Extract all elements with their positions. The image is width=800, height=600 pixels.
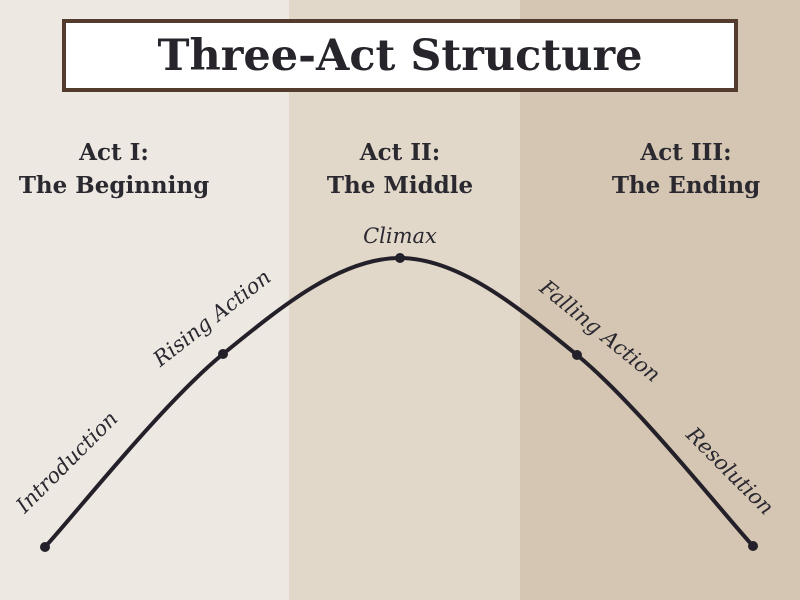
story-arc-curve xyxy=(43,255,755,549)
act2-name: Act II: xyxy=(359,139,441,166)
plot-point xyxy=(748,541,758,551)
act3-name: Act III: xyxy=(640,139,732,166)
act3-subtitle: The Ending xyxy=(611,172,761,199)
plot-point xyxy=(218,349,228,359)
act2-header: Act II: The Middle xyxy=(250,136,550,202)
plot-point xyxy=(395,253,405,263)
act3-band xyxy=(520,0,800,600)
page-title: Three-Act Structure xyxy=(157,30,643,81)
act1-band xyxy=(0,0,289,600)
plot-point xyxy=(40,542,50,552)
act3-header: Act III: The Ending xyxy=(536,136,800,202)
plot-point xyxy=(572,350,582,360)
act1-name: Act I: xyxy=(79,139,149,166)
act2-subtitle: The Middle xyxy=(326,172,474,199)
act2-band xyxy=(289,0,520,600)
title-box: Three-Act Structure xyxy=(62,19,738,92)
act1-subtitle: The Beginning xyxy=(18,172,210,199)
arc-label-climax: Climax xyxy=(363,224,437,248)
act1-header: Act I: The Beginning xyxy=(0,136,264,202)
